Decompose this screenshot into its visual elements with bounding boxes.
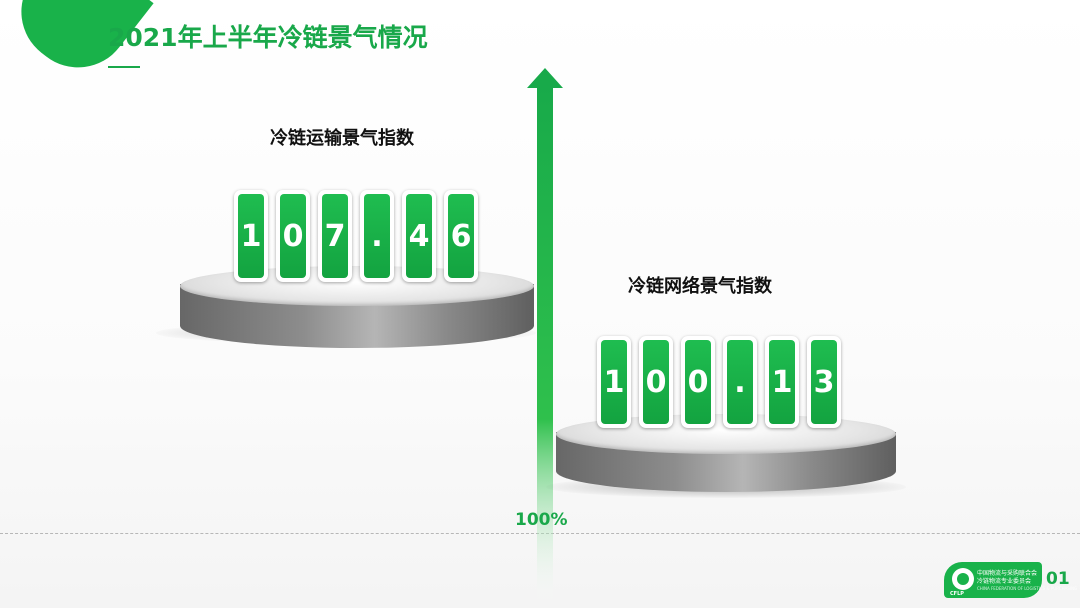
transport-index-label: 冷链运输景气指数 [270,128,414,149]
digit: 6 [448,194,474,278]
digit-card: 3 [807,336,841,428]
axis-label: 100% [515,510,568,530]
logo-org-line2: 冷链物流专业委员会 [977,578,1032,585]
digit: 7 [322,194,348,278]
digit: . [364,194,390,278]
digit-card: 7 [318,190,352,282]
digit-card: 0 [681,336,715,428]
cflp-logo: 中国物流与采购联合会 冷链物流专业委员会 CHINA FEDERATION OF… [944,562,1077,598]
digit: 1 [769,340,795,424]
logo-org-line3: CHINA FEDERATION OF LOGISTICS & PURCHASI… [977,586,1078,591]
digit: 0 [643,340,669,424]
digit: . [727,340,753,424]
digit-card: 1 [765,336,799,428]
digit-card: . [723,336,757,428]
digit-card: 0 [639,336,673,428]
digit-card: . [360,190,394,282]
globe-icon [952,568,974,590]
digit-card: 4 [402,190,436,282]
logo-org-line1: 中国物流与采购联合会 [977,570,1038,577]
digit: 0 [280,194,306,278]
digit-card: 1 [234,190,268,282]
digit-card: 6 [444,190,478,282]
digit-card: 0 [276,190,310,282]
digit: 0 [685,340,711,424]
digit: 1 [601,340,627,424]
title-underline [108,66,140,68]
page-number: 01 [1046,569,1070,589]
digit: 3 [811,340,837,424]
up-arrow-icon [527,68,563,608]
digit-card: 1 [597,336,631,428]
digit: 1 [238,194,264,278]
logo-abbr: CFLP [950,591,964,597]
network-index-label: 冷链网络景气指数 [628,276,772,297]
page-title: 2021年上半年冷链景气情况 [108,23,428,52]
digit: 4 [406,194,432,278]
